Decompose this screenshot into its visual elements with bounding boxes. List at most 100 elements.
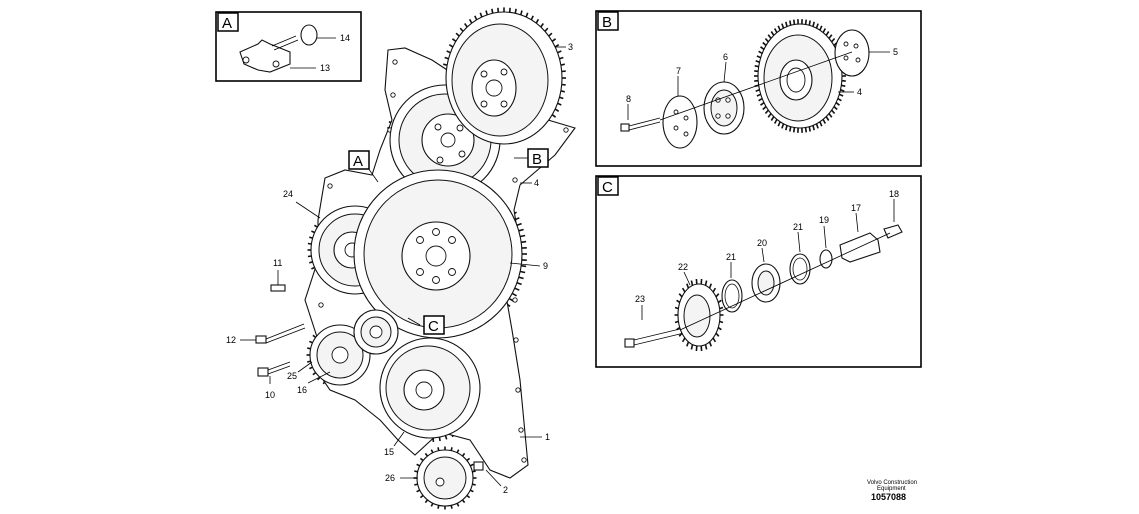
callout-C: C [423,315,445,335]
gear-tooth [804,19,807,25]
label-part-21-a: 21 [726,252,736,262]
gear-tooth [804,127,807,133]
gear-tooth [518,276,524,280]
gear-tooth [491,8,494,14]
gear-tooth [715,332,720,337]
gear-tooth [841,84,846,87]
callout-B: B [527,148,549,168]
detail-A-title: A [222,15,232,32]
gear-tooth [760,46,765,50]
gear-tooth [437,447,440,451]
detail-B-title: B [602,14,612,31]
label-part-18: 18 [889,189,899,199]
label-part-1: 1 [545,432,550,442]
svg-text:C: C [428,318,439,335]
gear-tooth [469,489,474,493]
drawing-number: 1057088 [871,492,906,502]
label-part-17: 17 [851,203,861,213]
gear-tooth [815,23,819,29]
gear-tooth [708,341,713,347]
label-part-21-b: 21 [793,222,803,232]
gear-tooth [521,264,527,268]
gear-tooth [819,121,823,127]
label-part-4-detail: 4 [857,87,862,97]
detail-C-title: C [602,179,613,196]
gear-tooth [448,44,454,48]
gear-tooth [430,502,434,507]
label-part-10: 10 [265,390,275,400]
label-part-6: 6 [723,52,728,62]
gear-tooth [551,38,557,42]
gear-tooth [456,449,460,454]
gear-tooth [560,90,565,93]
gear-tooth [686,341,690,347]
gear-tooth [781,23,785,29]
gear-tooth [551,114,557,118]
gear-tooth [793,127,796,133]
detail-A: A 14 13 [215,11,362,82]
gear-tooth [511,292,517,297]
gear-tooth [443,63,448,66]
gear-tooth [717,299,722,304]
gear-tooth [459,27,464,32]
gear-tooth [520,234,526,238]
gear-tooth [312,334,317,339]
gear-tooth [831,37,836,43]
label-part-7: 7 [676,66,681,76]
gear-tooth [461,452,466,457]
label-part-5: 5 [893,47,898,57]
gear-tooth [754,65,759,68]
gear-tooth [520,270,526,274]
gear-tooth [535,18,540,24]
crankshaft-gear-9 [353,169,523,339]
gear-tooth [773,28,778,33]
gear-tooth [712,287,717,293]
gear-tooth [831,109,836,115]
gear-tooth [514,287,520,291]
label-part-25: 25 [287,371,297,381]
gear-tooth [704,344,708,350]
gear-tooth [548,32,553,37]
gear-tooth [793,19,796,25]
label-part-13: 13 [320,63,330,73]
gear-tooth [516,281,522,286]
label-part-16: 16 [297,385,307,395]
gear-tooth [825,116,830,121]
gear-tooth [712,337,717,343]
gear-tooth [785,125,788,131]
gear-tooth [544,27,549,32]
detail-B: B 8 7 6 [595,10,922,167]
gear-tooth [767,113,772,118]
gear-tooth [485,10,488,16]
label-part-2: 2 [503,485,508,495]
gear-tooth [789,126,792,132]
gear-tooth [450,447,453,451]
gear-tooth [450,505,453,509]
gear-tooth [678,293,683,298]
gear-tooth [416,489,421,493]
gear-tooth [686,283,690,289]
gear-tooth [521,240,527,244]
idler-gear-assembly-C [353,309,399,355]
gear-tooth [466,494,471,499]
gear-tooth [762,106,767,111]
gear-tooth [414,470,418,473]
gear-tooth [833,106,838,111]
gear-tooth [764,109,769,115]
gear-tooth [479,12,483,18]
label-part-19: 19 [819,215,829,225]
gear-tooth [307,255,312,258]
gear-tooth [464,23,468,28]
gear-tooth [525,12,529,18]
gear-tooth [681,287,686,293]
label-part-3: 3 [568,42,573,52]
gear-tooth [414,483,418,486]
gear-tooth [785,21,788,27]
gear-tooth [444,435,448,440]
company-name-line2: Equipment [877,486,906,492]
gear-tooth [764,37,769,43]
gear-tooth [770,116,775,121]
gear-tooth [466,457,471,462]
gear-tooth [781,123,785,129]
gear-tooth [828,34,833,39]
